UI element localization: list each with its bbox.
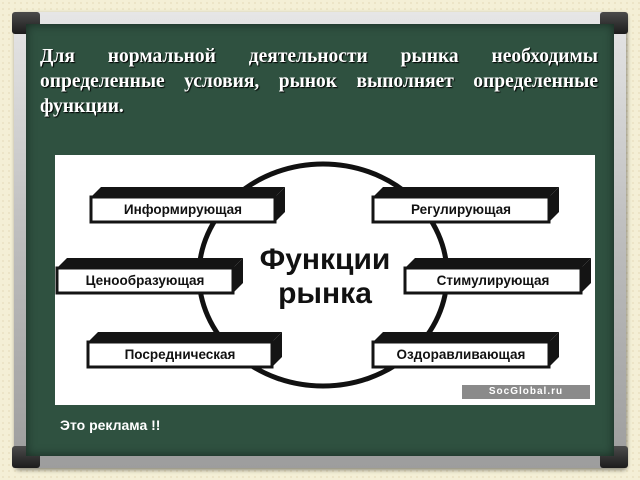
function-bar-top-pricing (57, 258, 243, 268)
function-bar-stimulating (403, 266, 583, 295)
function-bar-side-pricing (233, 258, 243, 293)
function-bar-side-regulating (549, 187, 559, 222)
function-label-sanitizing: Оздоравливающая (396, 347, 526, 362)
function-bar-top-stimulating (405, 258, 591, 268)
function-bar-top-regulating (373, 187, 559, 197)
function-label-intermediary: Посредническая (124, 347, 236, 362)
function-bar-side-informing (275, 187, 285, 222)
diagram-graphics (55, 161, 591, 389)
function-label-pricing: Ценообразующая (85, 273, 205, 288)
market-functions-diagram: Функции рынка Информирующая Регулирующая… (55, 155, 595, 405)
function-bar-regulating (371, 195, 551, 224)
function-bar-intermediary (86, 340, 274, 369)
function-bar-top-intermediary (88, 332, 282, 342)
function-bar-informing (89, 195, 277, 224)
function-bar-side-sanitizing (549, 332, 559, 367)
slide-heading: Для нормальной деятельности рынка необхо… (40, 46, 598, 117)
function-bar-top-informing (91, 187, 285, 197)
function-bar-side-stimulating (581, 258, 591, 293)
watermark-logo: SocGlobal.ru (462, 385, 590, 399)
function-bar-top-sanitizing (373, 332, 559, 342)
function-label-stimulating: Стимулирующая (436, 273, 550, 288)
advertisement-text: Это реклама !! (60, 417, 161, 433)
function-label-regulating: Регулирующая (410, 202, 512, 217)
function-label-informing: Информирующая (123, 202, 243, 217)
center-title-line1: Функции (259, 243, 391, 276)
center-title-line2: рынка (278, 277, 372, 310)
function-bar-sanitizing (371, 340, 551, 369)
function-bar-side-intermediary (272, 332, 282, 367)
center-title: Функции рынка (245, 243, 405, 311)
function-bar-pricing (55, 266, 235, 295)
